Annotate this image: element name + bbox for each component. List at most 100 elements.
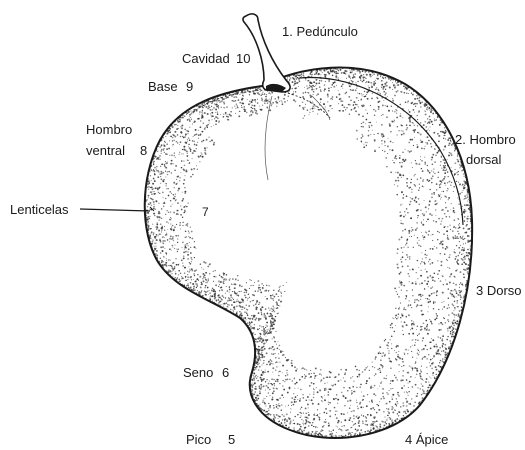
stipple-dot xyxy=(337,403,338,404)
stipple-dot xyxy=(375,356,377,358)
stipple-dot xyxy=(467,271,469,273)
stipple-dot xyxy=(411,327,413,329)
stipple-dot xyxy=(369,127,370,128)
stipple-dot xyxy=(408,93,409,94)
stipple-dot xyxy=(295,396,297,398)
stipple-dot xyxy=(171,160,173,162)
stipple-dot xyxy=(282,365,284,367)
stipple-dot xyxy=(427,109,428,110)
stipple-dot xyxy=(264,316,265,317)
stipple-dot xyxy=(464,248,465,249)
stipple-dot xyxy=(152,224,153,225)
stipple-dot xyxy=(197,142,198,143)
stipple-dot xyxy=(431,368,433,370)
stipple-dot xyxy=(417,340,418,341)
stipple-dot xyxy=(442,358,443,359)
stipple-dot xyxy=(165,136,166,137)
stipple-dot xyxy=(193,273,195,275)
stipple-dot xyxy=(255,369,256,370)
stipple-dot xyxy=(425,269,426,270)
stipple-dot xyxy=(407,150,408,151)
stipple-dot xyxy=(223,297,224,298)
stipple-dot xyxy=(189,127,190,128)
stipple-dot xyxy=(444,318,445,319)
stipple-dot xyxy=(162,237,163,238)
stipple-dot xyxy=(301,407,302,408)
stipple-dot xyxy=(436,317,438,319)
stipple-dot xyxy=(353,104,354,105)
stipple-dot xyxy=(260,109,261,110)
stipple-dot xyxy=(364,71,366,73)
stipple-dot xyxy=(403,216,404,217)
stipple-dot xyxy=(409,300,410,301)
stipple-dot xyxy=(319,413,320,414)
stipple-dot xyxy=(175,271,176,272)
stipple-dot xyxy=(438,353,440,355)
stipple-dot xyxy=(161,153,162,154)
stipple-dot xyxy=(414,98,416,100)
stipple-dot xyxy=(356,104,357,105)
stipple-dot xyxy=(326,435,328,437)
stipple-dot xyxy=(164,152,165,153)
stipple-dot xyxy=(312,108,314,110)
stipple-dot xyxy=(409,269,410,270)
stipple-dot xyxy=(400,302,401,303)
stipple-dot xyxy=(337,380,339,382)
stipple-dot xyxy=(450,209,451,210)
stipple-dot xyxy=(241,286,243,288)
stipple-dot xyxy=(209,298,211,300)
stipple-dot xyxy=(452,303,453,304)
stipple-dot xyxy=(460,295,461,296)
stipple-dot xyxy=(440,253,442,255)
stipple-dot xyxy=(201,267,202,268)
stipple-dot xyxy=(406,239,408,241)
stipple-dot xyxy=(317,391,319,393)
stipple-dot xyxy=(407,212,409,214)
stipple-dot xyxy=(415,160,416,161)
stipple-dot xyxy=(170,260,171,261)
stipple-dot xyxy=(464,212,465,213)
stipple-dot xyxy=(212,300,213,301)
stipple-dot xyxy=(457,294,458,295)
stipple-dot xyxy=(401,247,403,249)
stipple-dot xyxy=(172,239,173,240)
stipple-dot xyxy=(255,308,257,310)
stipple-dot xyxy=(436,315,438,317)
stipple-dot xyxy=(358,100,359,101)
stipple-dot xyxy=(417,387,418,388)
stipple-dot xyxy=(209,290,210,291)
stipple-dot xyxy=(262,373,263,374)
stipple-dot xyxy=(345,435,347,437)
stipple-dot xyxy=(428,170,430,172)
stipple-dot xyxy=(433,220,434,221)
stipple-dot xyxy=(188,271,190,273)
stipple-dot xyxy=(253,375,254,376)
stipple-dot xyxy=(278,357,280,359)
stipple-dot xyxy=(370,76,372,78)
stipple-dot xyxy=(377,133,379,135)
stipple-dot xyxy=(332,82,334,84)
stipple-dot xyxy=(440,165,441,166)
stipple-dot xyxy=(431,214,433,216)
stipple-dot xyxy=(239,303,240,304)
stipple-dot xyxy=(172,237,174,239)
stipple-dot xyxy=(355,104,357,106)
stipple-dot xyxy=(425,206,427,208)
stipple-dot xyxy=(467,254,468,255)
stipple-dot xyxy=(315,426,317,428)
stipple-dot xyxy=(356,387,357,388)
stipple-dot xyxy=(275,316,276,317)
stipple-dot xyxy=(444,226,445,227)
stipple-dot xyxy=(156,170,157,171)
stipple-dot xyxy=(286,413,288,415)
stipple-dot xyxy=(257,307,258,308)
stipple-dot xyxy=(391,120,392,121)
stipple-dot xyxy=(314,74,316,76)
stipple-dot xyxy=(273,383,275,385)
stipple-dot xyxy=(427,218,429,220)
stipple-dot xyxy=(294,366,296,368)
stipple-dot xyxy=(432,113,434,115)
stipple-dot xyxy=(164,226,165,227)
stipple-dot xyxy=(169,238,171,240)
stipple-dot xyxy=(151,228,152,229)
